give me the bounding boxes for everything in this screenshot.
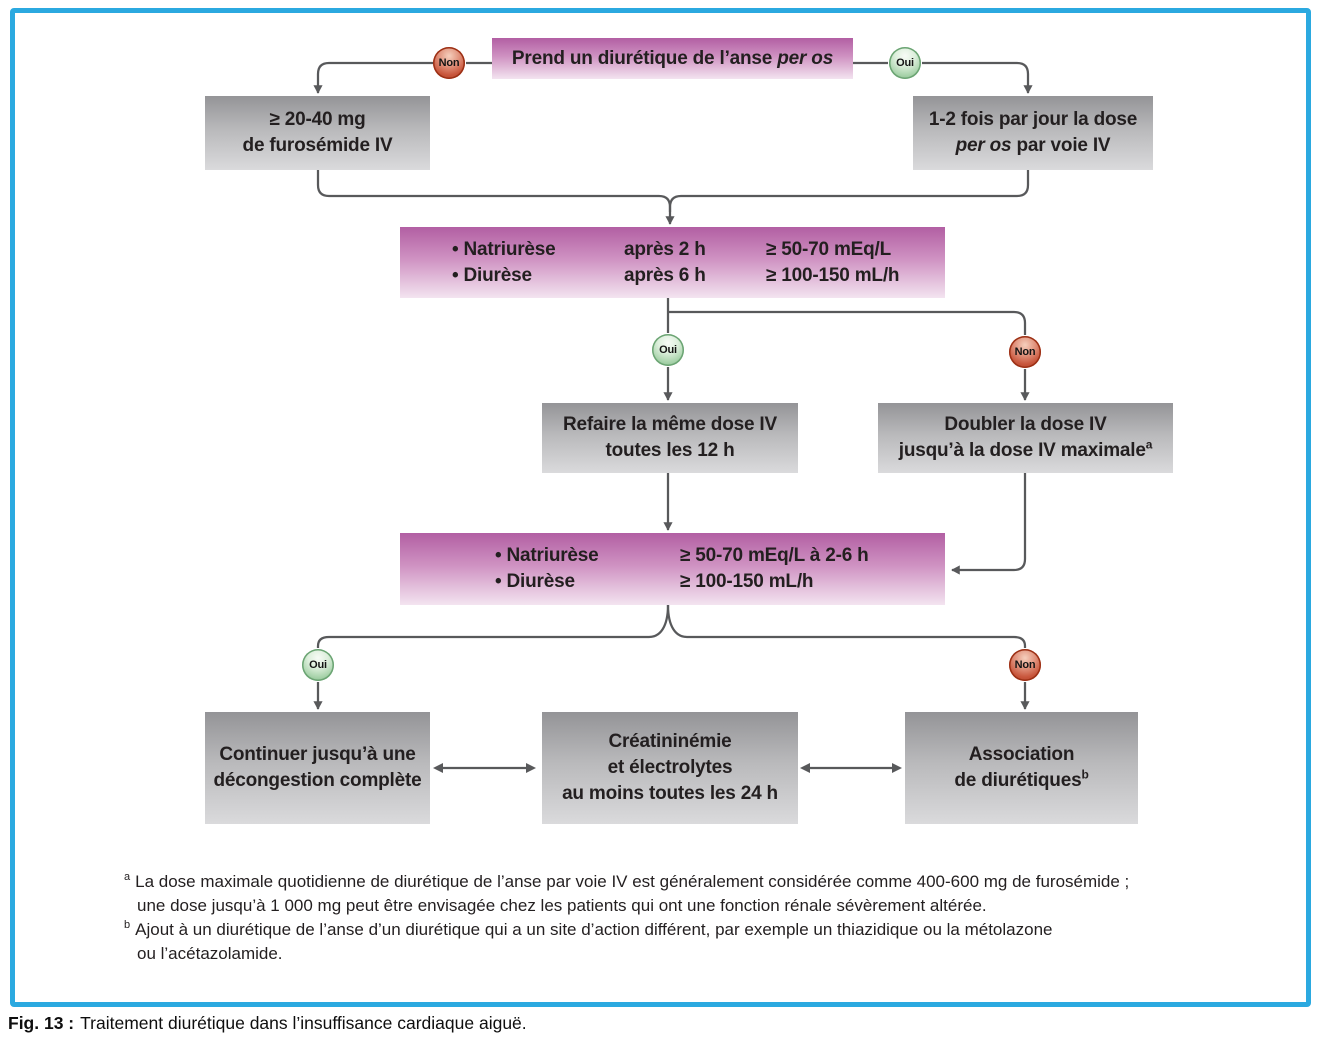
node-association-diuretiques: Association de diurétiquesb: [905, 712, 1138, 824]
node-creatinine-electrolytes: Créatininémie et électrolytes au moins t…: [542, 712, 798, 824]
double-arrowheads: [433, 763, 902, 773]
node-double-dose: Doubler la dose IV jusqu’à la dose IV ma…: [878, 403, 1173, 473]
wire-right-merge: [668, 170, 1030, 212]
wire-check1-to-non: [668, 310, 1027, 335]
figure-caption: Fig. 13 :Traitement diurétique dans l’in…: [8, 1013, 527, 1034]
node-furosemide-iv: ≥ 20-40 mg de furosémide IV: [205, 96, 430, 170]
check2-row-natriurese: • Natriurèse≥ 50-70 mEq/L à 2-6 h: [495, 545, 869, 566]
chip-non-top: Non: [433, 47, 465, 79]
node-continue-decongestion: Continuer jusqu’à une décongestion compl…: [205, 712, 430, 824]
wire-non-to-left-box: [313, 61, 433, 94]
footnote-b-line2: ou l’acétazolamide.: [137, 944, 283, 963]
wire-oui-to-right-box: [922, 61, 1033, 94]
node-start: Prend un diurétique de l’anse per os: [492, 38, 853, 79]
chip-oui-bottom: Oui: [302, 649, 334, 681]
figure-caption-number: Fig. 13 :: [8, 1013, 75, 1033]
chip-non-middle: Non: [1009, 336, 1041, 368]
wire-left-merge: [316, 170, 675, 225]
node-repeat-dose: Refaire la même dose IV toutes les 12 h: [542, 403, 798, 473]
wire-check2-to-oui: [316, 604, 670, 648]
chip-non-bottom: Non: [1009, 649, 1041, 681]
check2-row-diurese: • Diurèse≥ 100-150 mL/h: [495, 571, 814, 592]
chip-oui-middle: Oui: [652, 334, 684, 366]
chip-oui-top: Oui: [889, 47, 921, 79]
wire-check2-to-non: [666, 604, 1027, 648]
footnote-a-line2: une dose jusqu’à 1 000 mg peut être envi…: [137, 896, 987, 915]
node-check-natriurese-2: • Natriurèse≥ 50-70 mEq/L à 2-6 h • Diur…: [400, 533, 945, 605]
node-start-label: Prend un diurétique de l’anse per os: [511, 47, 834, 69]
figure-frame: [10, 8, 1311, 1007]
figure-caption-text: Traitement diurétique dans l’insuffisanc…: [80, 1013, 527, 1033]
node-dose-per-os-iv: 1-2 fois par jour la dose per os par voi…: [913, 96, 1153, 170]
wire-double-to-check2: [951, 473, 1027, 575]
